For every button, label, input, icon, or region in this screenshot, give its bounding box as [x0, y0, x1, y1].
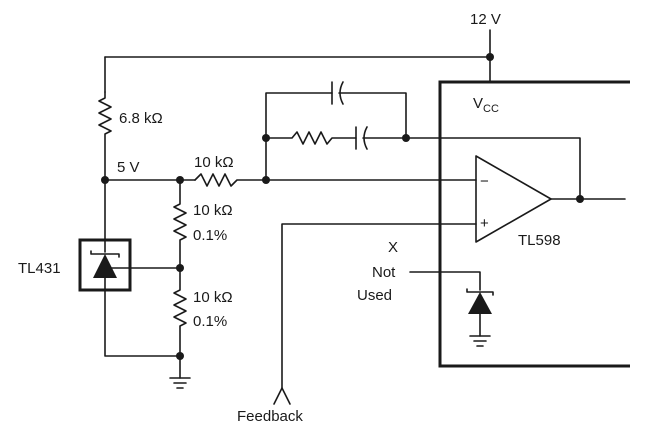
supply-voltage-label: 12 V [470, 11, 501, 28]
feedback-label: Feedback [237, 408, 303, 425]
resistor-divider-bottom-tolerance: 0.1% [193, 313, 227, 330]
resistor-series-label: 10 kΩ [194, 154, 234, 171]
resistor-divider-top [173, 179, 187, 269]
resistor-divider-bottom [173, 267, 187, 357]
supply-rail [104, 29, 494, 93]
error-amplifier [475, 155, 626, 243]
internal-diode-icon [409, 271, 494, 347]
vcc-pin-label: VCC [473, 95, 499, 115]
feedback-wire [281, 223, 477, 389]
resistor-divider-top-tolerance: 0.1% [193, 227, 227, 244]
compensation-network [262, 81, 581, 199]
resistor-6k8-label: 6.8 kΩ [119, 110, 163, 127]
resistor-series-10k [194, 173, 267, 187]
feedback-terminal-icon [273, 387, 291, 405]
ground-icon [169, 355, 191, 389]
x-pin-label: X [388, 239, 398, 256]
opamp-inverting-sign: − [480, 173, 489, 190]
not-used-label-line1: Not [372, 264, 396, 281]
supply-junction [486, 53, 494, 61]
tl431-label: TL431 [18, 260, 61, 277]
not-used-label-line2: Used [357, 287, 392, 304]
resistor-divider-bottom-value: 10 kΩ [193, 289, 233, 306]
opamp-noninverting-sign: + [480, 215, 489, 232]
tl598-label: TL598 [518, 232, 561, 249]
resistor-6k8 [98, 91, 112, 181]
resistor-divider-top-value: 10 kΩ [193, 202, 233, 219]
node-5v-label: 5 V [117, 159, 140, 176]
tl431-reference [78, 179, 181, 357]
